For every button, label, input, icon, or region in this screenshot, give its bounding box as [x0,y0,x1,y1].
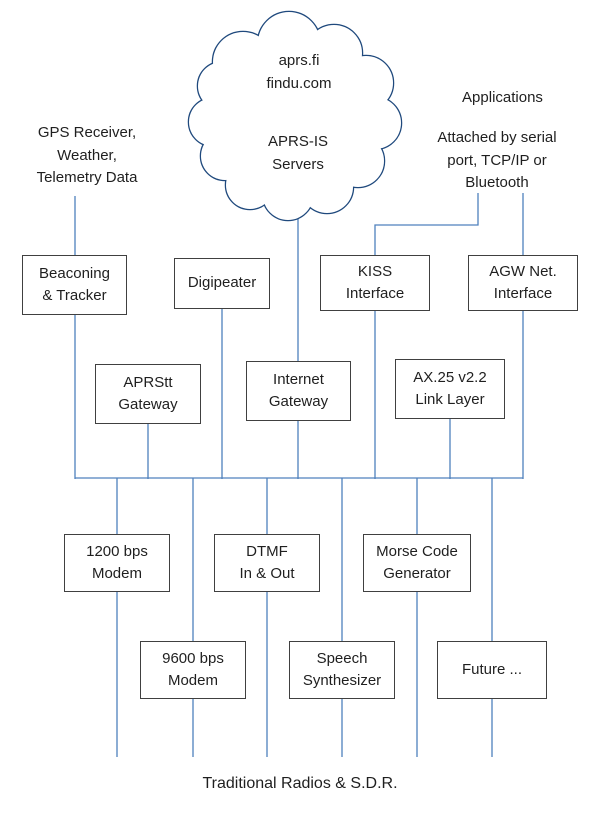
cloud-servers-label: APRS-IS Servers [267,133,328,173]
node-1200bps-modem: 1200 bps Modem [64,534,170,592]
node-agw-net-interface: AGW Net. Interface [468,255,578,311]
node-9600bps-modem: 9600 bps Modem [140,641,246,699]
node-future: Future ... [437,641,547,699]
traditional-radios-label: Traditional Radios & S.D.R. [202,775,398,792]
node-morse-code-generator: Morse Code Generator [363,534,471,592]
cloud-sites-label: aprs.fi findu.com [266,52,332,92]
attached-by-serial-label: Attached by serial port, TCP/IP or Bluet… [437,129,557,191]
connector-lines [74,193,524,757]
node-digipeater: Digipeater [174,258,270,309]
aprs-is-cloud-shape [187,10,403,222]
node-kiss-interface: KISS Interface [320,255,430,311]
node-ax25-link-layer: AX.25 v2.2 Link Layer [395,359,505,419]
gps-telemetry-label: GPS Receiver, Weather, Telemetry Data [36,124,138,186]
node-speech-synthesizer: Speech Synthesizer [289,641,395,699]
node-beaconing-tracker: Beaconing & Tracker [22,255,127,315]
node-aprstt-gateway: APRStt Gateway [95,364,201,424]
node-dtmf-in-out: DTMF In & Out [214,534,320,592]
applications-label: Applications [462,89,543,106]
node-internet-gateway: Internet Gateway [246,361,351,421]
